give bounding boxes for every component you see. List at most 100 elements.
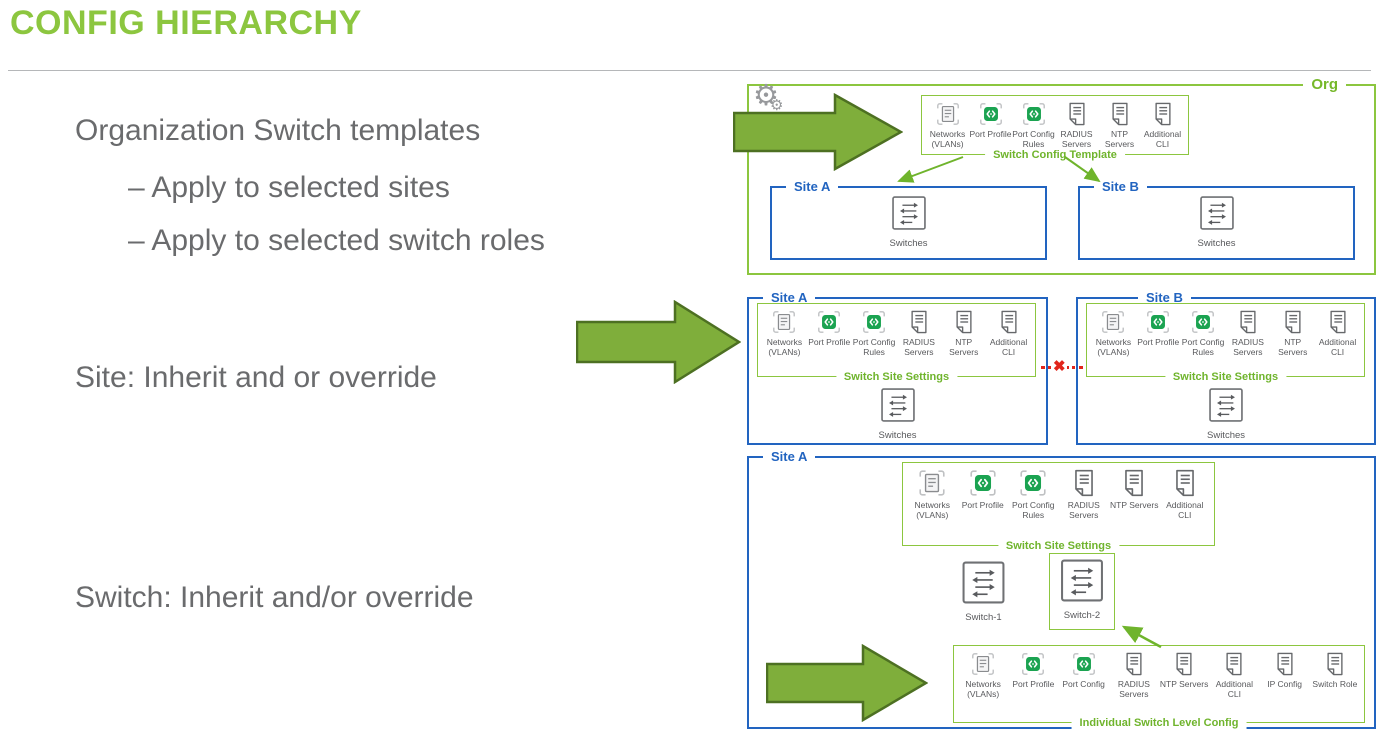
switch-2-selected-box: Switch-2 xyxy=(1049,553,1115,630)
site-a-label: Site A xyxy=(763,289,816,307)
config-item-port-profile: Port Profile xyxy=(1136,309,1181,347)
org-site-b-label: Site B xyxy=(1094,178,1147,196)
config-item-radius-servers: RADIUS Servers xyxy=(896,309,941,357)
switches-icon xyxy=(879,387,915,428)
site-settings-arrow xyxy=(575,299,742,385)
config-item-label: Port Config xyxy=(1062,679,1105,689)
config-item-additional-cli: Additional CLI xyxy=(1209,651,1259,699)
config-item-label: NTP Servers xyxy=(1110,500,1159,510)
config-item-label: Networks (VLANs) xyxy=(766,337,803,358)
config-item-label: Networks (VLANs) xyxy=(914,500,950,521)
config-item-label: Networks (VLANs) xyxy=(929,129,966,150)
config-item-label: NTP Servers xyxy=(1278,337,1308,358)
switch-2-label: Switch-2 xyxy=(1063,610,1101,621)
config-item-port-profile: Port Profile xyxy=(969,101,1012,139)
config-item-ntp-servers: NTP Servers xyxy=(1109,468,1160,510)
config-item-additional-cli: Additional CLI xyxy=(1160,468,1211,520)
config-item-label: Port Config Rules xyxy=(1012,129,1055,150)
config-item-networks-vlans-: Networks (VLANs) xyxy=(762,309,807,357)
org-site-b-box: Site B Switches xyxy=(1078,178,1355,260)
blocked-x-icon: ✖ xyxy=(1052,358,1067,376)
config-item-label: NTP Servers xyxy=(949,337,979,358)
switch-2-icon xyxy=(1060,558,1105,608)
config-item-label: Additional CLI xyxy=(989,337,1028,358)
config-item-radius-servers: RADIUS Servers xyxy=(1225,309,1270,357)
org-template-arrow xyxy=(732,92,904,172)
config-item-label: Port Config Rules xyxy=(1181,337,1225,358)
config-item-ip-config: IP Config xyxy=(1260,651,1310,689)
config-item-label: RADIUS Servers xyxy=(1067,500,1100,521)
switches-label: Switches xyxy=(889,238,928,249)
switch-1-label: Switch-1 xyxy=(965,612,1002,623)
switches-device: Switches xyxy=(1197,195,1236,249)
config-item-networks-vlans-: Networks (VLANs) xyxy=(907,468,958,520)
config-item-label: RADIUS Servers xyxy=(902,337,935,358)
config-item-label: Port Profile xyxy=(808,337,851,347)
individual-switch-config-group: Networks (VLANs) Port Profile Port Config R… xyxy=(953,645,1365,731)
bullet-apply-sites: – Apply to selected sites xyxy=(128,171,450,204)
template-group-label: Switch Config Template xyxy=(985,147,1125,163)
org-site-a-box: Site A Switches xyxy=(770,178,1047,260)
config-item-additional-cli: Additional CLI xyxy=(986,309,1031,357)
config-item-switch-role: Switch Role xyxy=(1310,651,1360,689)
config-item-label: Additional CLI xyxy=(1318,337,1357,358)
switches-device: Switches xyxy=(878,387,917,441)
org-templates-heading: Organization Switch templates xyxy=(75,114,481,147)
switches-icon xyxy=(1208,387,1244,428)
config-item-label: Port Config Rules xyxy=(852,337,896,358)
switches-label: Switches xyxy=(1206,430,1246,441)
config-item-ntp-servers: NTP Servers xyxy=(1098,101,1141,149)
config-item-radius-servers: RADIUS Servers xyxy=(1055,101,1098,149)
config-item-port-config-rules: Port Config Rules xyxy=(1181,309,1226,357)
switches-device: Switches xyxy=(889,195,928,249)
config-item-port-config-rules: Port Config Rules xyxy=(1012,101,1055,149)
config-item-port-config: Port Config xyxy=(1059,651,1109,689)
site-b-label: Site B xyxy=(1138,289,1191,307)
org-site-a-label: Site A xyxy=(786,178,839,196)
config-item-label: IP Config xyxy=(1267,679,1303,689)
config-item-label: Additional CLI xyxy=(1143,129,1182,150)
switch-1-icon xyxy=(961,560,1006,610)
config-item-networks-vlans-: Networks (VLANs) xyxy=(1091,309,1136,357)
individual-group-label: Individual Switch Level Config xyxy=(1071,715,1247,731)
individual-icon-row: Networks (VLANs) Port Profile Port Config R… xyxy=(954,646,1364,722)
config-item-additional-cli: Additional CLI xyxy=(1315,309,1360,357)
config-item-label: NTP Servers xyxy=(1159,679,1209,689)
config-item-label: Additional CLI xyxy=(1215,679,1254,700)
config-item-radius-servers: RADIUS Servers xyxy=(1109,651,1159,699)
switches-icon xyxy=(890,195,926,236)
config-item-label: Additional CLI xyxy=(1166,500,1204,521)
config-item-label: RADIUS Servers xyxy=(1060,129,1093,150)
config-item-ntp-servers: NTP Servers xyxy=(1270,309,1315,357)
bottom-settings-label: Switch Site Settings xyxy=(997,538,1120,554)
config-item-label: Switch Role xyxy=(1312,679,1358,689)
settings-gear-icon: ⚙⚙ xyxy=(753,80,784,114)
config-item-port-config-rules: Port Config Rules xyxy=(1008,468,1059,520)
switch-2-device: Switch-2 xyxy=(1060,558,1105,621)
config-item-label: Port Profile xyxy=(969,129,1012,139)
config-item-additional-cli: Additional CLI xyxy=(1141,101,1184,149)
switches-label: Switches xyxy=(878,430,917,441)
switches-icon xyxy=(1198,195,1234,236)
config-item-label: RADIUS Servers xyxy=(1231,337,1264,358)
config-item-label: Networks (VLANs) xyxy=(965,679,1001,700)
config-item-label: Port Profile xyxy=(1012,679,1055,689)
bottom-site-a-label: Site A xyxy=(763,448,816,466)
config-item-ntp-servers: NTP Servers xyxy=(1159,651,1209,689)
config-item-port-config-rules: Port Config Rules xyxy=(852,309,897,357)
config-item-label: Port Profile xyxy=(1137,337,1180,347)
site-note: Site: Inherit and or override xyxy=(75,361,437,394)
switch-note: Switch: Inherit and/or override xyxy=(75,581,474,614)
title-divider xyxy=(8,70,1371,71)
